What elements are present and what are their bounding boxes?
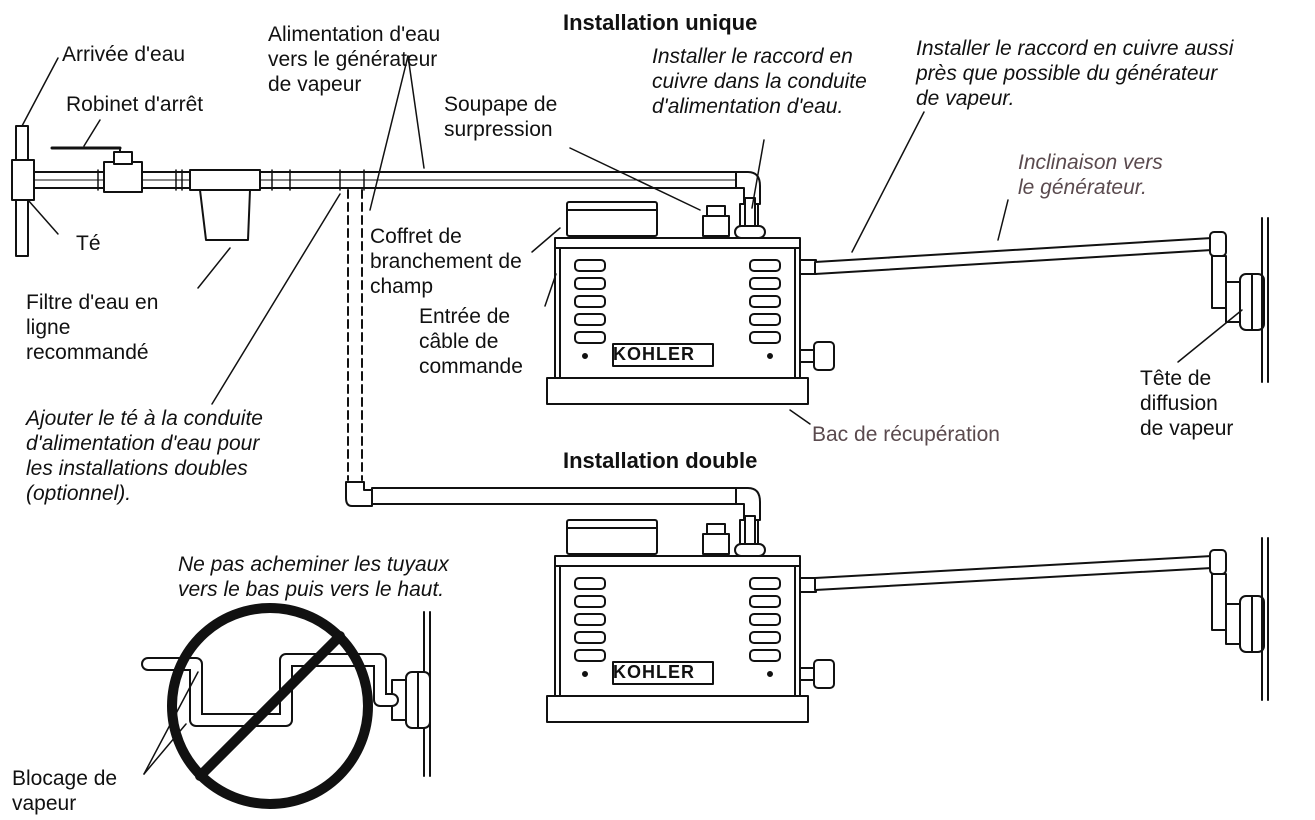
- note-install-union-supply: Installer le raccord en cuivre dans la c…: [652, 45, 867, 118]
- brand-logo-2: KOHLER: [613, 662, 695, 682]
- label-drain-pan: Bac de récupération: [812, 423, 1000, 446]
- note-install-union-near: Installer le raccord en cuivre aussi prè…: [916, 37, 1234, 110]
- note-add-tee: Ajouter le té à la conduite d'alimentati…: [26, 407, 263, 505]
- label-steam-trap: Blocage de vapeur: [12, 767, 118, 815]
- label-water-supply: Alimentation d'eau vers le générateur de…: [268, 23, 441, 96]
- label-steam-head: Tête de diffusion de vapeur: [1140, 367, 1234, 440]
- label-junction-box: Coffret de branchement de champ: [370, 225, 522, 298]
- label-control-cable-entry: Entrée de câble de commande: [419, 305, 523, 378]
- label-relief-valve: Soupape de surpression: [444, 93, 558, 141]
- label-slope: Inclinaison vers le générateur.: [1018, 151, 1163, 199]
- label-water-inlet: Arrivée d'eau: [62, 43, 186, 66]
- note-no-down-up: Ne pas acheminer les tuyaux vers le bas …: [178, 553, 449, 601]
- heading-double-install: Installation double: [563, 448, 758, 473]
- heading-single-install: Installation unique: [563, 10, 758, 35]
- label-shutoff-valve: Robinet d'arrêt: [66, 93, 204, 116]
- label-tee: Té: [76, 232, 101, 255]
- label-inline-filter: Filtre d'eau en ligne recommandé: [26, 291, 159, 364]
- brand-logo-1: KOHLER: [613, 344, 695, 364]
